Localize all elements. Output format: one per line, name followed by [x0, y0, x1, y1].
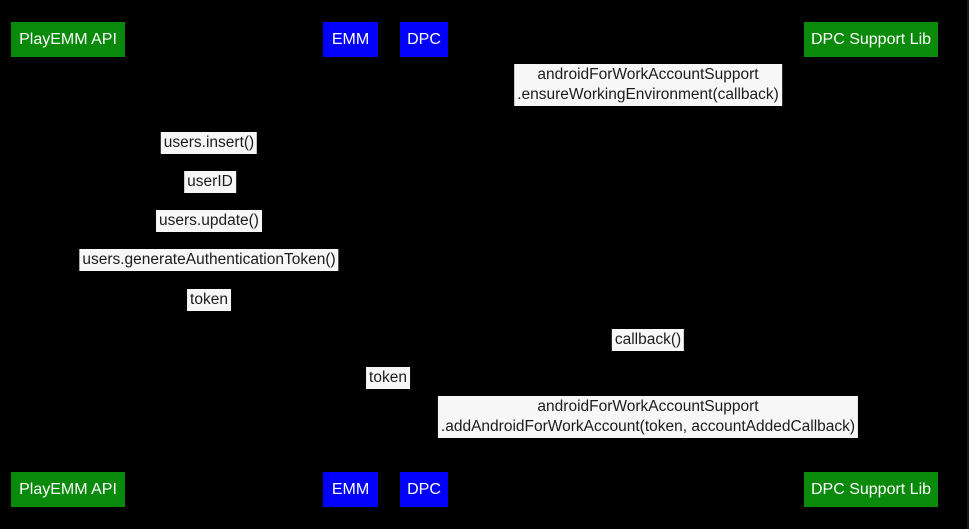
message-users-update: users.update() — [156, 210, 262, 232]
message-add-android-for-work-account: androidForWorkAccountSupport .addAndroid… — [437, 396, 859, 438]
actor-dpc-support-lib-top: DPC Support Lib — [804, 22, 938, 57]
message-users-insert: users.insert() — [160, 132, 258, 154]
actor-playemm-api-top: PlayEMM API — [11, 22, 125, 57]
actor-dpc-bottom: DPC — [400, 472, 448, 507]
message-ensure-working-environment: androidForWorkAccountSupport .ensureWork… — [514, 64, 782, 106]
message-generate-authentication-token: users.generateAuthenticationToken() — [79, 249, 339, 271]
message-line: .addAndroidForWorkAccount(token, account… — [440, 418, 856, 435]
message-callback: callback() — [611, 329, 685, 351]
message-line: androidForWorkAccountSupport — [537, 398, 759, 415]
message-token-return: token — [187, 289, 231, 311]
message-line: androidForWorkAccountSupport — [537, 66, 759, 83]
actor-emm-top: EMM — [323, 22, 378, 57]
message-line: .ensureWorkingEnvironment(callback) — [517, 86, 779, 103]
actor-emm-bottom: EMM — [323, 472, 378, 507]
message-token-forward: token — [366, 367, 410, 389]
actor-playemm-api-bottom: PlayEMM API — [11, 472, 125, 507]
actor-dpc-support-lib-bottom: DPC Support Lib — [804, 472, 938, 507]
actor-dpc-top: DPC — [400, 22, 448, 57]
message-user-id: userID — [184, 171, 236, 193]
right-edge-shade — [967, 0, 969, 529]
